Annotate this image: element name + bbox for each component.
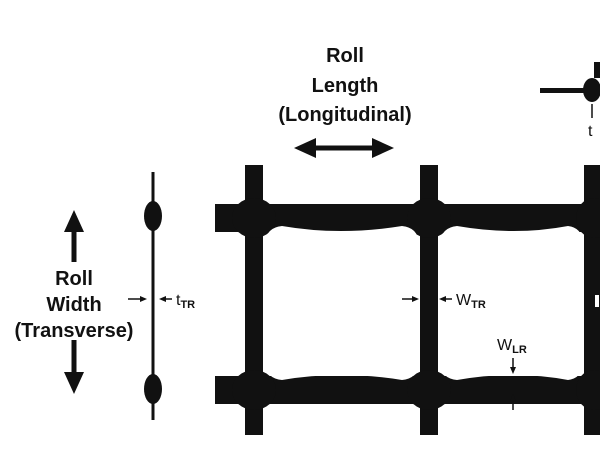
t-tr-dimension: tTR (128, 292, 195, 311)
roll-width-label: Roll Width (Transverse) (15, 268, 134, 342)
t-lr-dimension: t (588, 104, 593, 140)
roll-width-line1: Roll (55, 268, 93, 290)
svg-text:tTR: tTR (176, 292, 195, 311)
w-lr-dimension: WLR (497, 337, 527, 410)
w-lr-subscript: LR (512, 344, 527, 356)
t-lr-symbol: t (588, 123, 593, 140)
junction-node (232, 370, 276, 410)
t-tr-subscript: TR (180, 299, 195, 311)
w-lr-symbol: W (497, 337, 513, 354)
roll-length-line2: Length (312, 75, 379, 97)
junction-node (407, 370, 451, 410)
w-tr-subscript: TR (471, 299, 486, 311)
roll-length-line3: (Longitudinal) (278, 104, 411, 126)
roll-length-label: Roll Length (Longitudinal) (278, 45, 411, 126)
transverse-arrow-icon (64, 210, 84, 394)
rib-cross-section (144, 172, 162, 420)
svg-text:t: t (588, 123, 593, 140)
roll-width-line2: Width (46, 294, 101, 316)
apertures (265, 226, 583, 380)
t-tr-symbol: t (176, 292, 181, 309)
aperture (265, 226, 419, 380)
w-tr-dimension: WTR (402, 292, 486, 311)
aperture (440, 226, 583, 380)
svg-text:WTR: WTR (456, 292, 486, 311)
junction-node (232, 198, 276, 238)
geogrid-mesh (215, 165, 600, 435)
junction-node (576, 370, 600, 410)
w-tr-symbol: W (456, 292, 472, 309)
roll-length-line1: Roll (326, 45, 364, 67)
junction-node (407, 198, 451, 238)
svg-text:WLR: WLR (497, 337, 527, 356)
longitudinal-arrow-icon (294, 138, 394, 158)
edge-detail (540, 62, 600, 309)
roll-width-line3: (Transverse) (15, 320, 134, 342)
junction-node (576, 198, 600, 238)
